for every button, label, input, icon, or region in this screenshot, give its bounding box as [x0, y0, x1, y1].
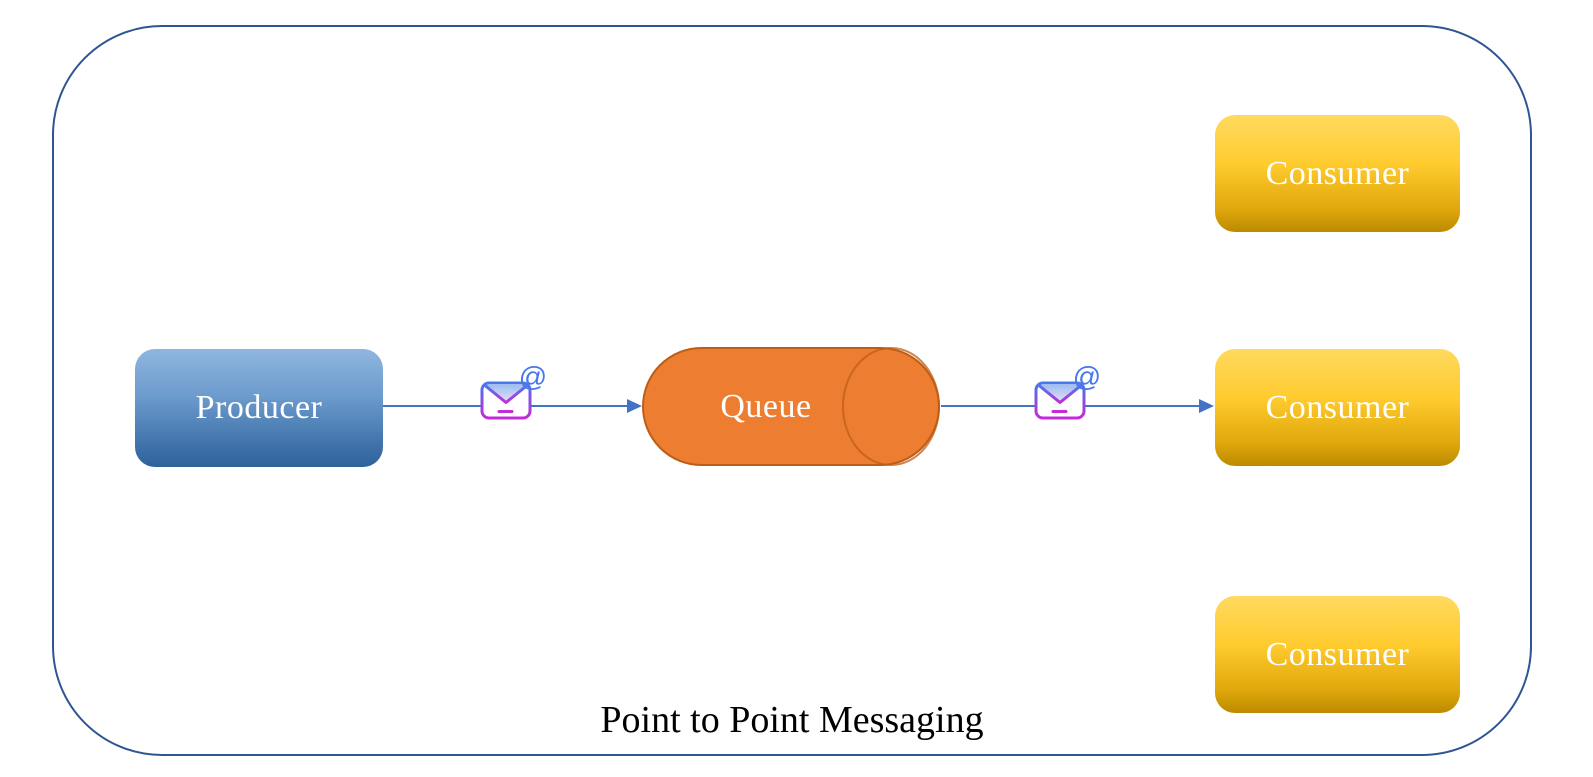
- at-symbol: @: [1073, 363, 1099, 392]
- consumer-node-2: Consumer: [1215, 349, 1460, 466]
- diagram-boundary: [52, 25, 1532, 756]
- queue-label: Queue: [720, 387, 812, 425]
- queue-node: Queue: [642, 347, 940, 466]
- consumer-label: Consumer: [1265, 635, 1410, 673]
- diagram-title: Point to Point Messaging: [600, 699, 984, 741]
- consumer-node-3: Consumer: [1215, 596, 1460, 713]
- queue-cylinder-cap: [842, 347, 940, 466]
- producer-node: Producer: [135, 349, 383, 467]
- envelope-at-icon: @: [1034, 363, 1099, 420]
- consumer-label: Consumer: [1265, 154, 1410, 192]
- consumer-node-1: Consumer: [1215, 115, 1460, 232]
- consumer-label: Consumer: [1265, 388, 1410, 426]
- envelope-at-icon: @: [480, 363, 545, 420]
- arrowhead-into-consumer: [1199, 398, 1214, 413]
- arrowhead-into-queue: [627, 398, 642, 413]
- at-symbol: @: [519, 363, 545, 392]
- producer-label: Producer: [195, 389, 323, 426]
